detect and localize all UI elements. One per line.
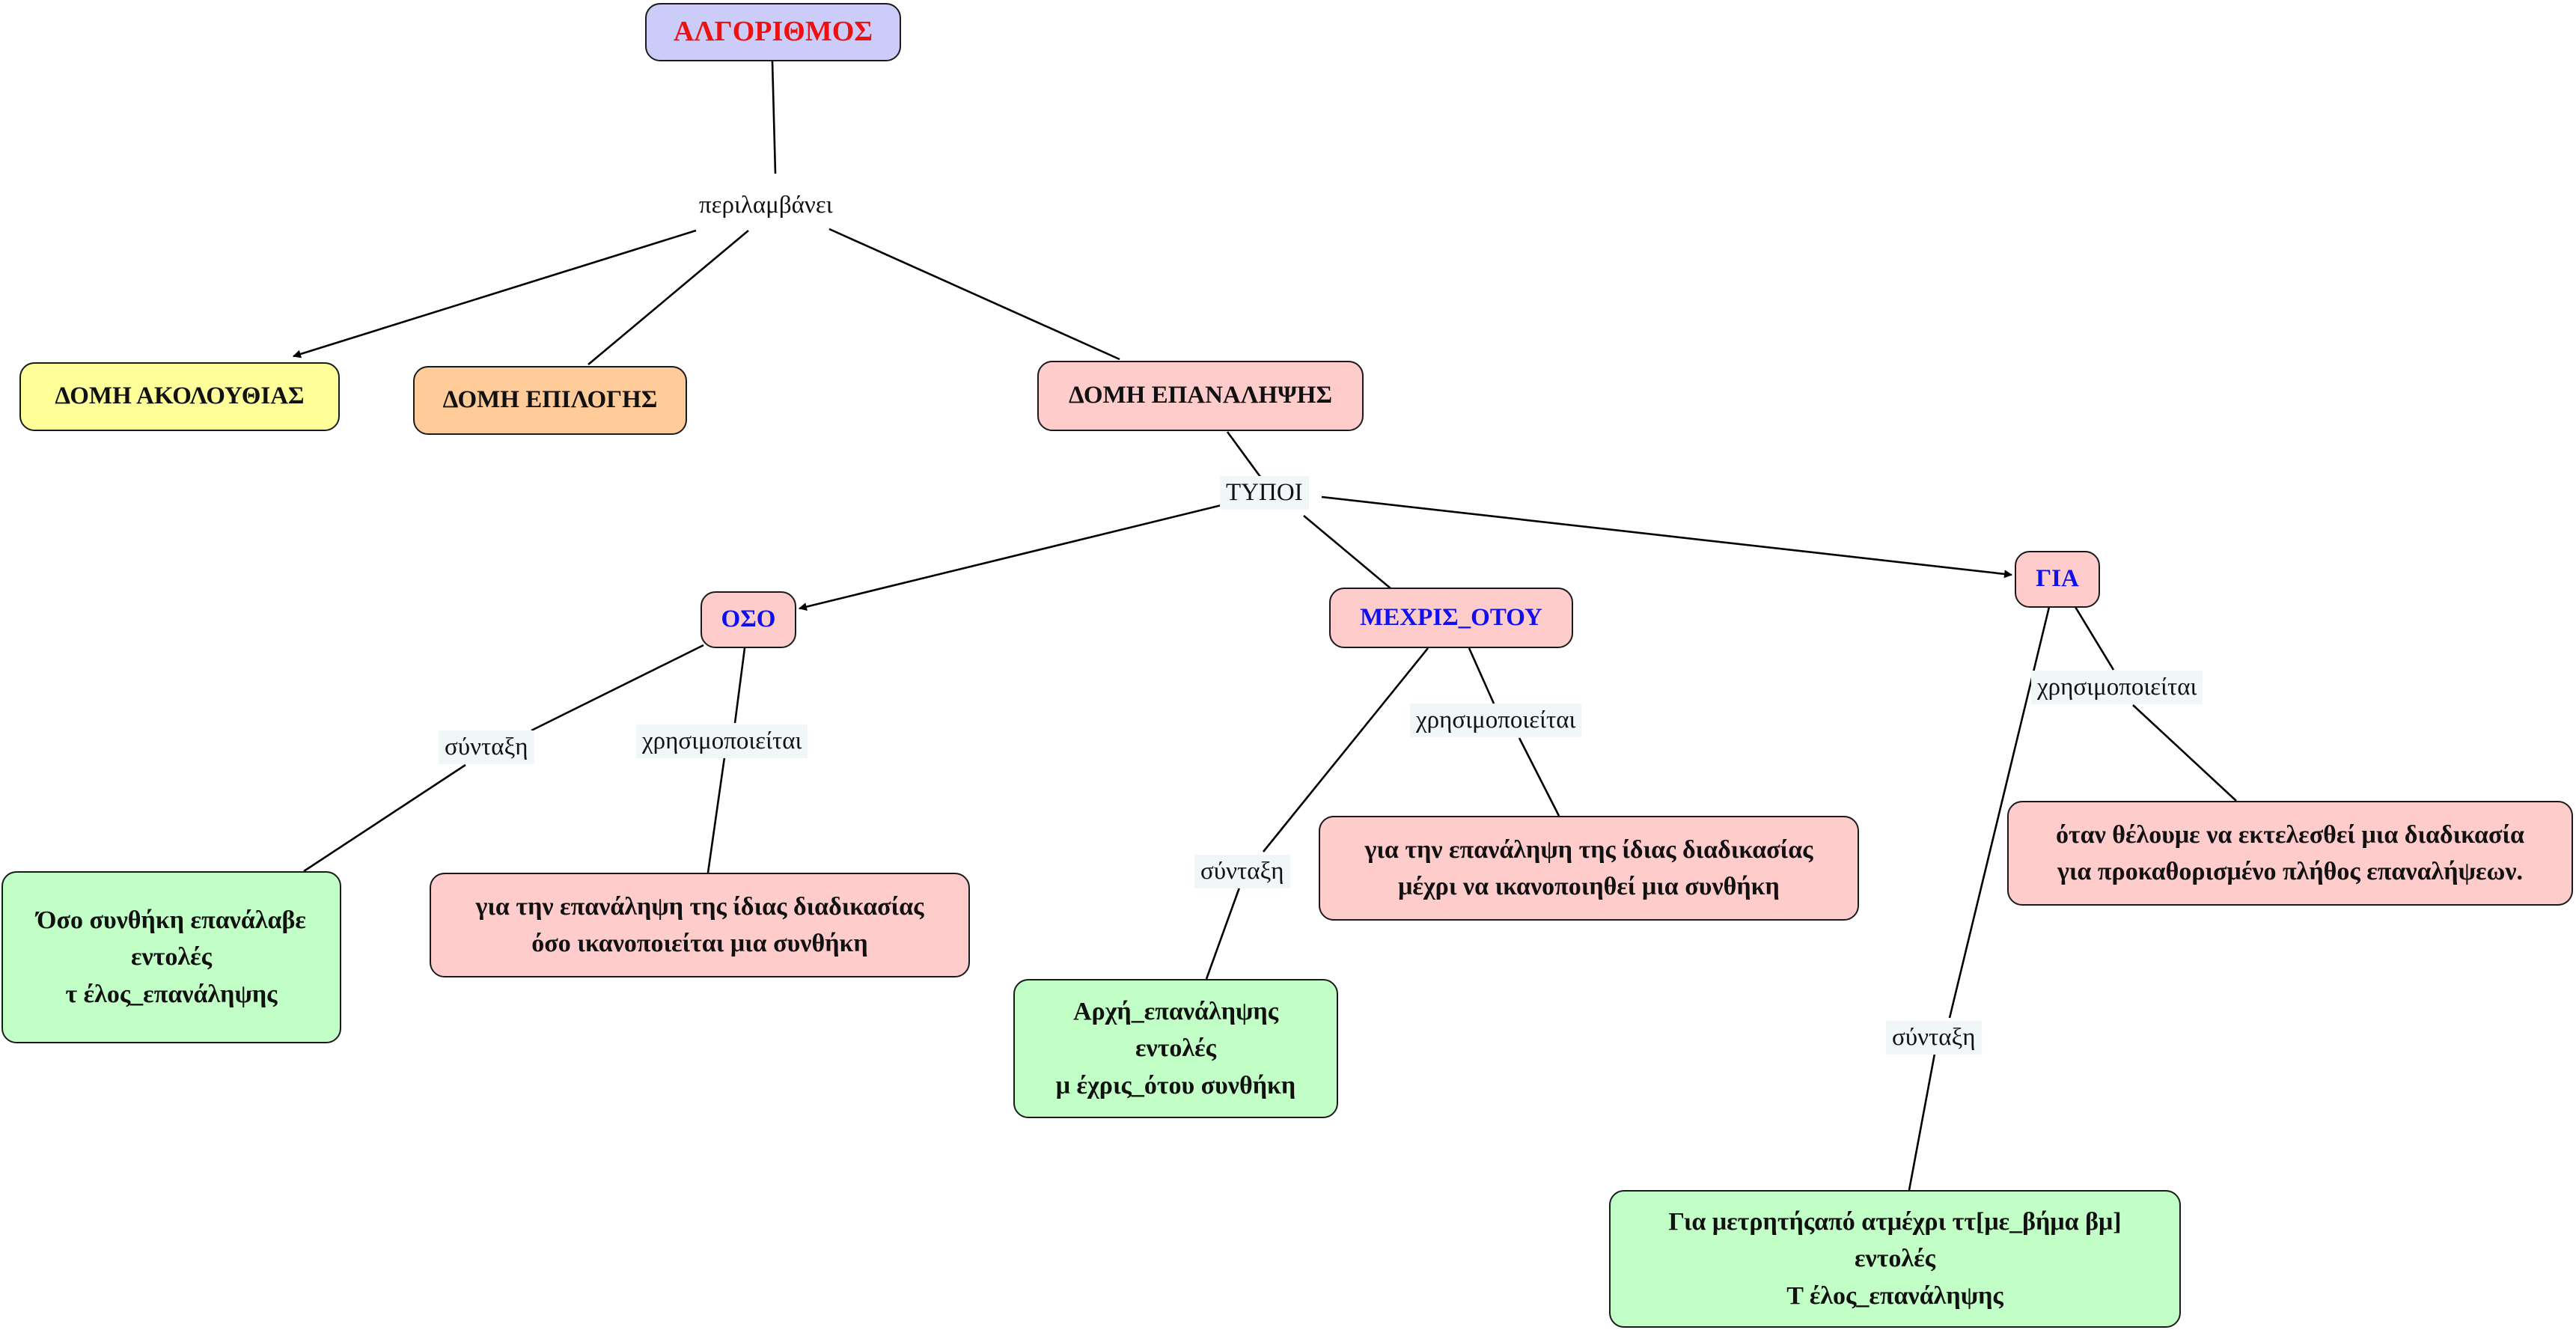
selection-structure-node: ΔΟΜΗ ΕΠΙΛΟΓΗΣ [413, 366, 687, 435]
until-usage-link-label: χρησιμοποιείται [1410, 704, 1582, 738]
edge-includes-repetition [828, 228, 1120, 361]
until-syntax-link-label: σύνταξη [1194, 855, 1290, 889]
until-syntax-node: Αρχή_επανάληψης εντολές μ έχρις_ότου συν… [1013, 979, 1338, 1118]
while-usage-link-label: χρησιμοποιείται [636, 725, 808, 759]
edge-use-label-while-use [706, 757, 726, 873]
edge-syntax-label-until-syntax [1205, 887, 1241, 980]
edge-use-label-until-use [1518, 737, 1560, 817]
root-node-label: ΑΛΓΟΡΙΘΜΟΣ [673, 16, 873, 48]
sequence-structure-label: ΔΟΜΗ ΑΚΟΛΟΥΘΙΑΣ [55, 382, 305, 410]
edge-syntax-label-for-syntax [1908, 1053, 1936, 1191]
while-loop-node: ΟΣΟ [701, 591, 796, 648]
for-loop-label: ΓΙΑ [2036, 565, 2079, 593]
while-syntax-node: Όσο συνθήκη επανάλαβε εντολές τ έλος_επα… [1, 871, 341, 1043]
edge-includes-selection [587, 230, 749, 365]
for-syntax-node: Για μετρητήςαπό ατμέχρι ττ[με_βήμα βμ] ε… [1609, 1190, 2181, 1328]
edge-root-includes [771, 61, 777, 174]
repetition-structure-node: ΔΟΜΗ ΕΠΑΝΑΛΗΨΗΣ [1037, 361, 1364, 431]
while-syntax-text: Όσο συνθήκη επανάλαβε εντολές τ έλος_επα… [37, 906, 306, 1008]
edge-syntax-label-while-syntax [303, 763, 466, 873]
while-usage-text: για την επανάληψη της ίδιας διαδικασίας … [475, 892, 924, 957]
while-syntax-link-label: σύνταξη [439, 730, 534, 765]
edge-while-syntax-label [531, 644, 704, 732]
sequence-structure-node: ΔΟΜΗ ΑΚΟΛΟΥΘΙΑΣ [19, 362, 340, 431]
types-link-label: ΤΥΠΟΙ [1220, 476, 1309, 510]
while-loop-label: ΟΣΟ [721, 605, 776, 633]
selection-structure-label: ΔΟΜΗ ΕΠΙΛΟΓΗΣ [442, 386, 658, 414]
edge-until-syntax-label [1262, 647, 1429, 852]
for-usage-link-label: χρησιμοποιείται [2031, 671, 2203, 705]
for-usage-text: όταν θέλουμε να εκτελεσθεί μια διαδικασί… [2055, 820, 2525, 885]
while-usage-node: για την επανάληψη της ίδιας διαδικασίας … [430, 873, 970, 977]
edge-includes-sequence [292, 229, 697, 359]
edge-for-use-label [2074, 606, 2115, 671]
edge-types-while [798, 503, 1225, 611]
until-loop-label: ΜΕΧΡΙΣ_ΟΤΟΥ [1360, 603, 1542, 631]
repetition-structure-label: ΔΟΜΗ ΕΠΑΝΑΛΗΨΗΣ [1068, 382, 1333, 409]
until-usage-node: για την επανάληψη της ίδιας διαδικασίας … [1319, 816, 1859, 921]
edge-repetition-types [1226, 431, 1262, 478]
edge-use-label-for-use [2132, 704, 2237, 802]
for-usage-node: όταν θέλουμε να εκτελεσθεί μια διαδικασί… [2007, 801, 2573, 906]
for-syntax-link-label: σύνταξη [1886, 1021, 1982, 1055]
until-loop-node: ΜΕΧΡΙΣ_ΟΤΟΥ [1329, 588, 1573, 648]
for-loop-node: ΓΙΑ [2015, 551, 2100, 608]
edge-types-until [1303, 515, 1391, 589]
until-usage-text: για την επανάληψη της ίδιας διαδικασίας … [1364, 835, 1813, 900]
root-node: ΑΛΓΟΡΙΘΜΟΣ [645, 3, 901, 61]
edge-while-use-label [733, 647, 746, 724]
includes-link-label: περιλαμβάνει [693, 189, 839, 223]
edge-types-for [1321, 495, 2013, 579]
edge-until-use-label [1468, 647, 1495, 704]
until-syntax-text: Αρχή_επανάληψης εντολές μ έχρις_ότου συν… [1055, 998, 1296, 1099]
for-syntax-text: Για μετρητήςαπό ατμέχρι ττ[με_βήμα βμ] ε… [1668, 1208, 2122, 1310]
